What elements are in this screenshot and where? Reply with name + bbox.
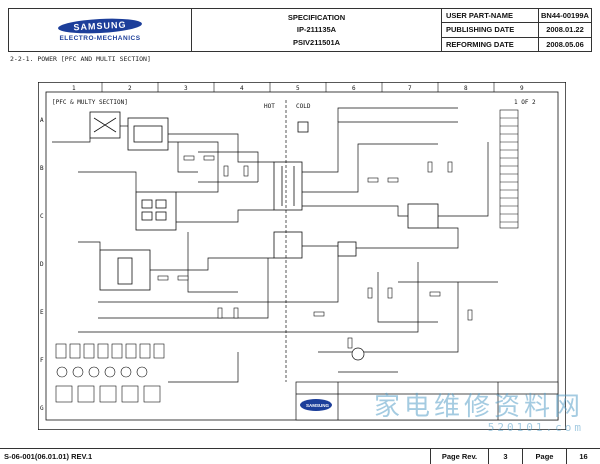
spec-title: SPECIFICATION (287, 12, 346, 22)
form-code: S-06-001(06.01.01) REV.1 (4, 452, 93, 461)
col-number-4: 4 (240, 85, 244, 92)
page-number: 16 (566, 449, 600, 464)
logo-subtitle: ELECTRO-MECHANICS (59, 34, 141, 42)
page-rev-label: Page Rev. (430, 449, 488, 464)
meta-labels: USER PART-NAME PUBLISHING DATE REFORMING… (442, 9, 539, 51)
publishing-date-label: PUBLISHING DATE (442, 23, 538, 38)
model-number-2: PSIV211501A (292, 38, 341, 48)
col-number-3: 3 (184, 85, 188, 92)
hot-label: HOT (264, 103, 275, 110)
publishing-date-value: 2008.01.22 (539, 23, 591, 38)
col-number-6: 6 (352, 85, 356, 92)
reforming-date-value: 2008.05.06 (546, 39, 584, 49)
circuit-schematic: 1 2 3 4 5 6 7 8 9 A B C D E F G [PFC & M… (38, 82, 566, 430)
section-title: 2-2-1. POWER [PFC AND MULTI SECTION] (10, 55, 151, 63)
sheet-label: 1 OF 2 (514, 99, 536, 106)
meta-values: BN44-00199A 2008.01.22 2008.05.06 (539, 9, 591, 51)
col-number-5: 5 (296, 85, 300, 92)
col-number-7: 7 (408, 85, 412, 92)
row-letter-c: C (40, 213, 44, 220)
row-letter-g: G (40, 405, 44, 412)
spec-title-cell: SPECIFICATION IP-211135A PSIV211501A (192, 9, 442, 51)
col-number-9: 9 (520, 85, 524, 92)
logo-text: SAMSUNG (57, 16, 143, 35)
page-label: Page (522, 449, 566, 464)
col-number-1: 1 (72, 85, 76, 92)
spec-header: SAMSUNG ELECTRO-MECHANICS SPECIFICATION … (8, 8, 592, 52)
model-number-1: IP-211135A (296, 25, 337, 35)
titleblock-brand: SAMSUNG (306, 403, 330, 408)
inner-title: [PFC & MULTY SECTION] (52, 99, 128, 106)
row-letter-b: B (40, 165, 44, 172)
row-letter-f: F (40, 357, 44, 364)
samsung-logo: SAMSUNG ELECTRO-MECHANICS (9, 9, 192, 51)
user-part-name-label: USER PART-NAME (442, 9, 538, 24)
user-part-name-value: BN44-00199A (539, 9, 591, 24)
reforming-date-label: REFORMING DATE (446, 39, 514, 49)
page-footer: S-06-001(06.01.01) REV.1 Page Rev. 3 Pag… (0, 448, 600, 464)
row-letter-a: A (40, 117, 44, 124)
page-rev-value: 3 (488, 449, 522, 464)
col-number-8: 8 (464, 85, 468, 92)
row-letter-d: D (40, 261, 44, 268)
meta-table: USER PART-NAME PUBLISHING DATE REFORMING… (442, 9, 591, 51)
row-letter-e: E (40, 309, 44, 316)
cold-label: COLD (296, 103, 311, 110)
col-number-2: 2 (128, 85, 132, 92)
